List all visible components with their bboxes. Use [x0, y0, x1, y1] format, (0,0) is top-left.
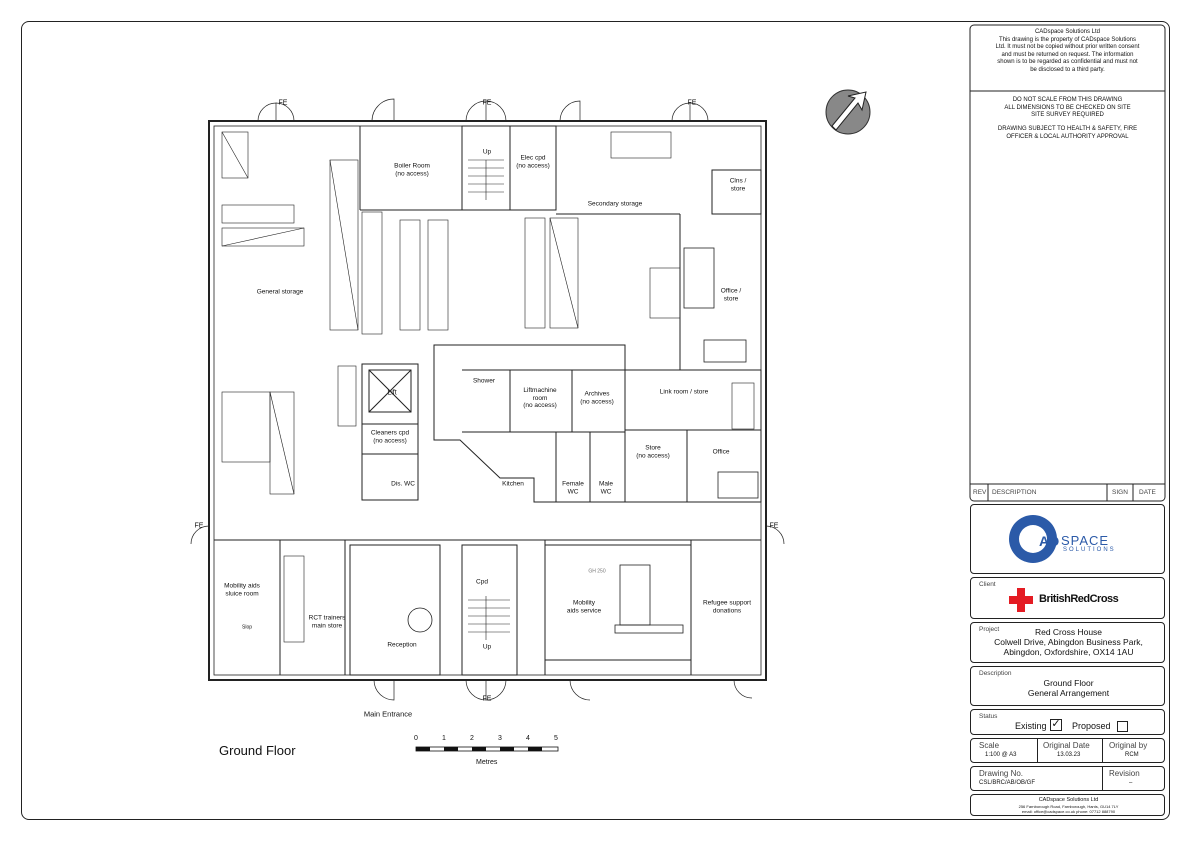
scale-tick-label: 0 [414, 735, 418, 742]
gh-250-label: GH 250 [588, 568, 606, 575]
fire-exit-label: FE [278, 99, 288, 107]
client-box: Client BritishRedCross [970, 577, 1165, 619]
stair-up-bottom: Up [482, 643, 492, 651]
original-by-label: Original by [1109, 741, 1148, 750]
room-slop: Slop [241, 624, 253, 631]
scale-value: 1:100 @ A3 [985, 752, 1017, 758]
room-mobility-sluice: Mobility aids sluice room [224, 582, 260, 598]
room-kitchen: Kitchen [502, 480, 524, 488]
footer-company: CADspace Solutions Ltd [1038, 797, 1099, 803]
room-archives: Archives (no access) [580, 390, 614, 406]
project-box: Project Red Cross House Colwell Drive, A… [970, 622, 1165, 663]
logo-sub-text: SOLUTIONS [1063, 547, 1116, 553]
proposed-checkbox-icon [1117, 721, 1128, 732]
room-boiler: Boiler Room (no access) [394, 162, 430, 178]
description-header: DESCRIPTION [992, 489, 1037, 496]
drawing-number-box: Drawing No. CSL/BRC/AB/OB/GF Revision – [970, 766, 1165, 791]
description-box: Description Ground Floor General Arrange… [970, 666, 1165, 706]
client-label: Client [979, 581, 996, 588]
project-label: Project [979, 626, 1000, 633]
room-refugee: Refugee support donations [702, 599, 752, 615]
room-lift: Lift [387, 389, 397, 397]
original-date-label: Original Date [1043, 741, 1090, 750]
drawing-no-value: CSL/BRC/AB/OB/GF [979, 780, 1036, 786]
status-existing: Existing [1015, 721, 1047, 731]
project-text: Red Cross House Colwell Drive, Abingdon … [994, 627, 1143, 657]
footer-box: CADspace Solutions Ltd 256 Farnborough R… [970, 794, 1165, 816]
company-notice: CADspace Solutions Ltd This drawing is t… [995, 29, 1140, 73]
original-date-value: 13.03.23 [1057, 752, 1081, 758]
fire-exit-label: FE [687, 99, 697, 107]
scale-unit-label: Metres [476, 759, 498, 766]
room-store: Store (no access) [636, 444, 670, 460]
fire-exit-label: FE [769, 522, 779, 530]
revision-label: Revision [1109, 769, 1140, 778]
room-male-wc: Male WC [598, 480, 614, 496]
red-cross-icon [1009, 588, 1033, 612]
original-by-value: RCM [1125, 752, 1139, 758]
room-rct: RCT trainers main store [308, 614, 346, 630]
client-name: BritishRedCross [1039, 593, 1119, 605]
room-secondary: Secondary storage [587, 200, 643, 208]
room-general: General storage [256, 288, 304, 296]
room-clns: Clns / store [729, 177, 747, 193]
scale-notes: DO NOT SCALE FROM THIS DRAWING ALL DIMEN… [1004, 97, 1131, 118]
drawing-title: Ground Floor [219, 743, 296, 758]
drawing-sheet-border [21, 21, 1170, 820]
description-text: Ground Floor General Arrangement [1027, 678, 1110, 698]
scale-bar [415, 746, 559, 752]
scale-tick-label: 3 [498, 735, 502, 742]
description-label: Description [979, 670, 1012, 677]
fire-exit-label: FE [482, 99, 492, 107]
room-reception: Reception [387, 641, 417, 649]
rev-header: REV [973, 489, 987, 496]
scale-date-box: Scale 1:100 @ A3 Original Date 13.03.23 … [970, 738, 1165, 763]
footer-contact: email: office@cadspace.co.uk phone: 0771… [1021, 809, 1116, 814]
room-mobility-service: Mobility aids service [566, 599, 602, 615]
room-link: Link room / store [659, 388, 709, 396]
fire-exit-label: FE [194, 522, 204, 530]
drawing-no-label: Drawing No. [979, 769, 1024, 778]
room-shower: Shower [472, 377, 496, 385]
fire-exit-label: FE [482, 695, 492, 703]
room-liftmachine: Liftmachine room (no access) [523, 386, 557, 409]
room-office: Office [712, 448, 730, 456]
footer-address: 256 Farnborough Road, Farnborough, Hants… [1018, 804, 1119, 809]
room-dis-wc: Dis. WC [391, 480, 415, 488]
revision-value: – [1129, 780, 1133, 786]
date-header: DATE [1139, 489, 1156, 496]
scale-label: Scale [979, 741, 1000, 750]
approval-notes: DRAWING SUBJECT TO HEALTH & SAFETY, FIRE… [997, 126, 1138, 140]
status-label: Status [979, 713, 998, 720]
scale-tick-label: 4 [526, 735, 530, 742]
sign-header: SIGN [1112, 489, 1128, 496]
status-proposed: Proposed [1072, 721, 1111, 731]
room-elec: Elec cpd (no access) [516, 154, 550, 170]
room-cpd: Cpd [476, 578, 488, 586]
room-cleaners: Cleaners cpd (no access) [370, 429, 410, 445]
main-entrance-label: Main Entrance [363, 709, 413, 719]
status-box: Status Existing ✓ Proposed [970, 709, 1165, 735]
cadspace-logo-icon: AD [1009, 515, 1059, 563]
room-office-store: Office / store [720, 287, 742, 303]
scale-tick-label: 1 [442, 735, 446, 742]
logo-box: AD SPACE SOLUTIONS [970, 504, 1165, 574]
stair-up-top: Up [482, 148, 492, 156]
north-arrow-icon [825, 89, 871, 135]
scale-tick-label: 2 [470, 735, 474, 742]
scale-tick-label: 5 [554, 735, 558, 742]
room-female-wc: Female WC [562, 480, 584, 496]
logo-main-text: SPACE [1061, 533, 1110, 548]
existing-check-icon: ✓ [1050, 718, 1062, 731]
